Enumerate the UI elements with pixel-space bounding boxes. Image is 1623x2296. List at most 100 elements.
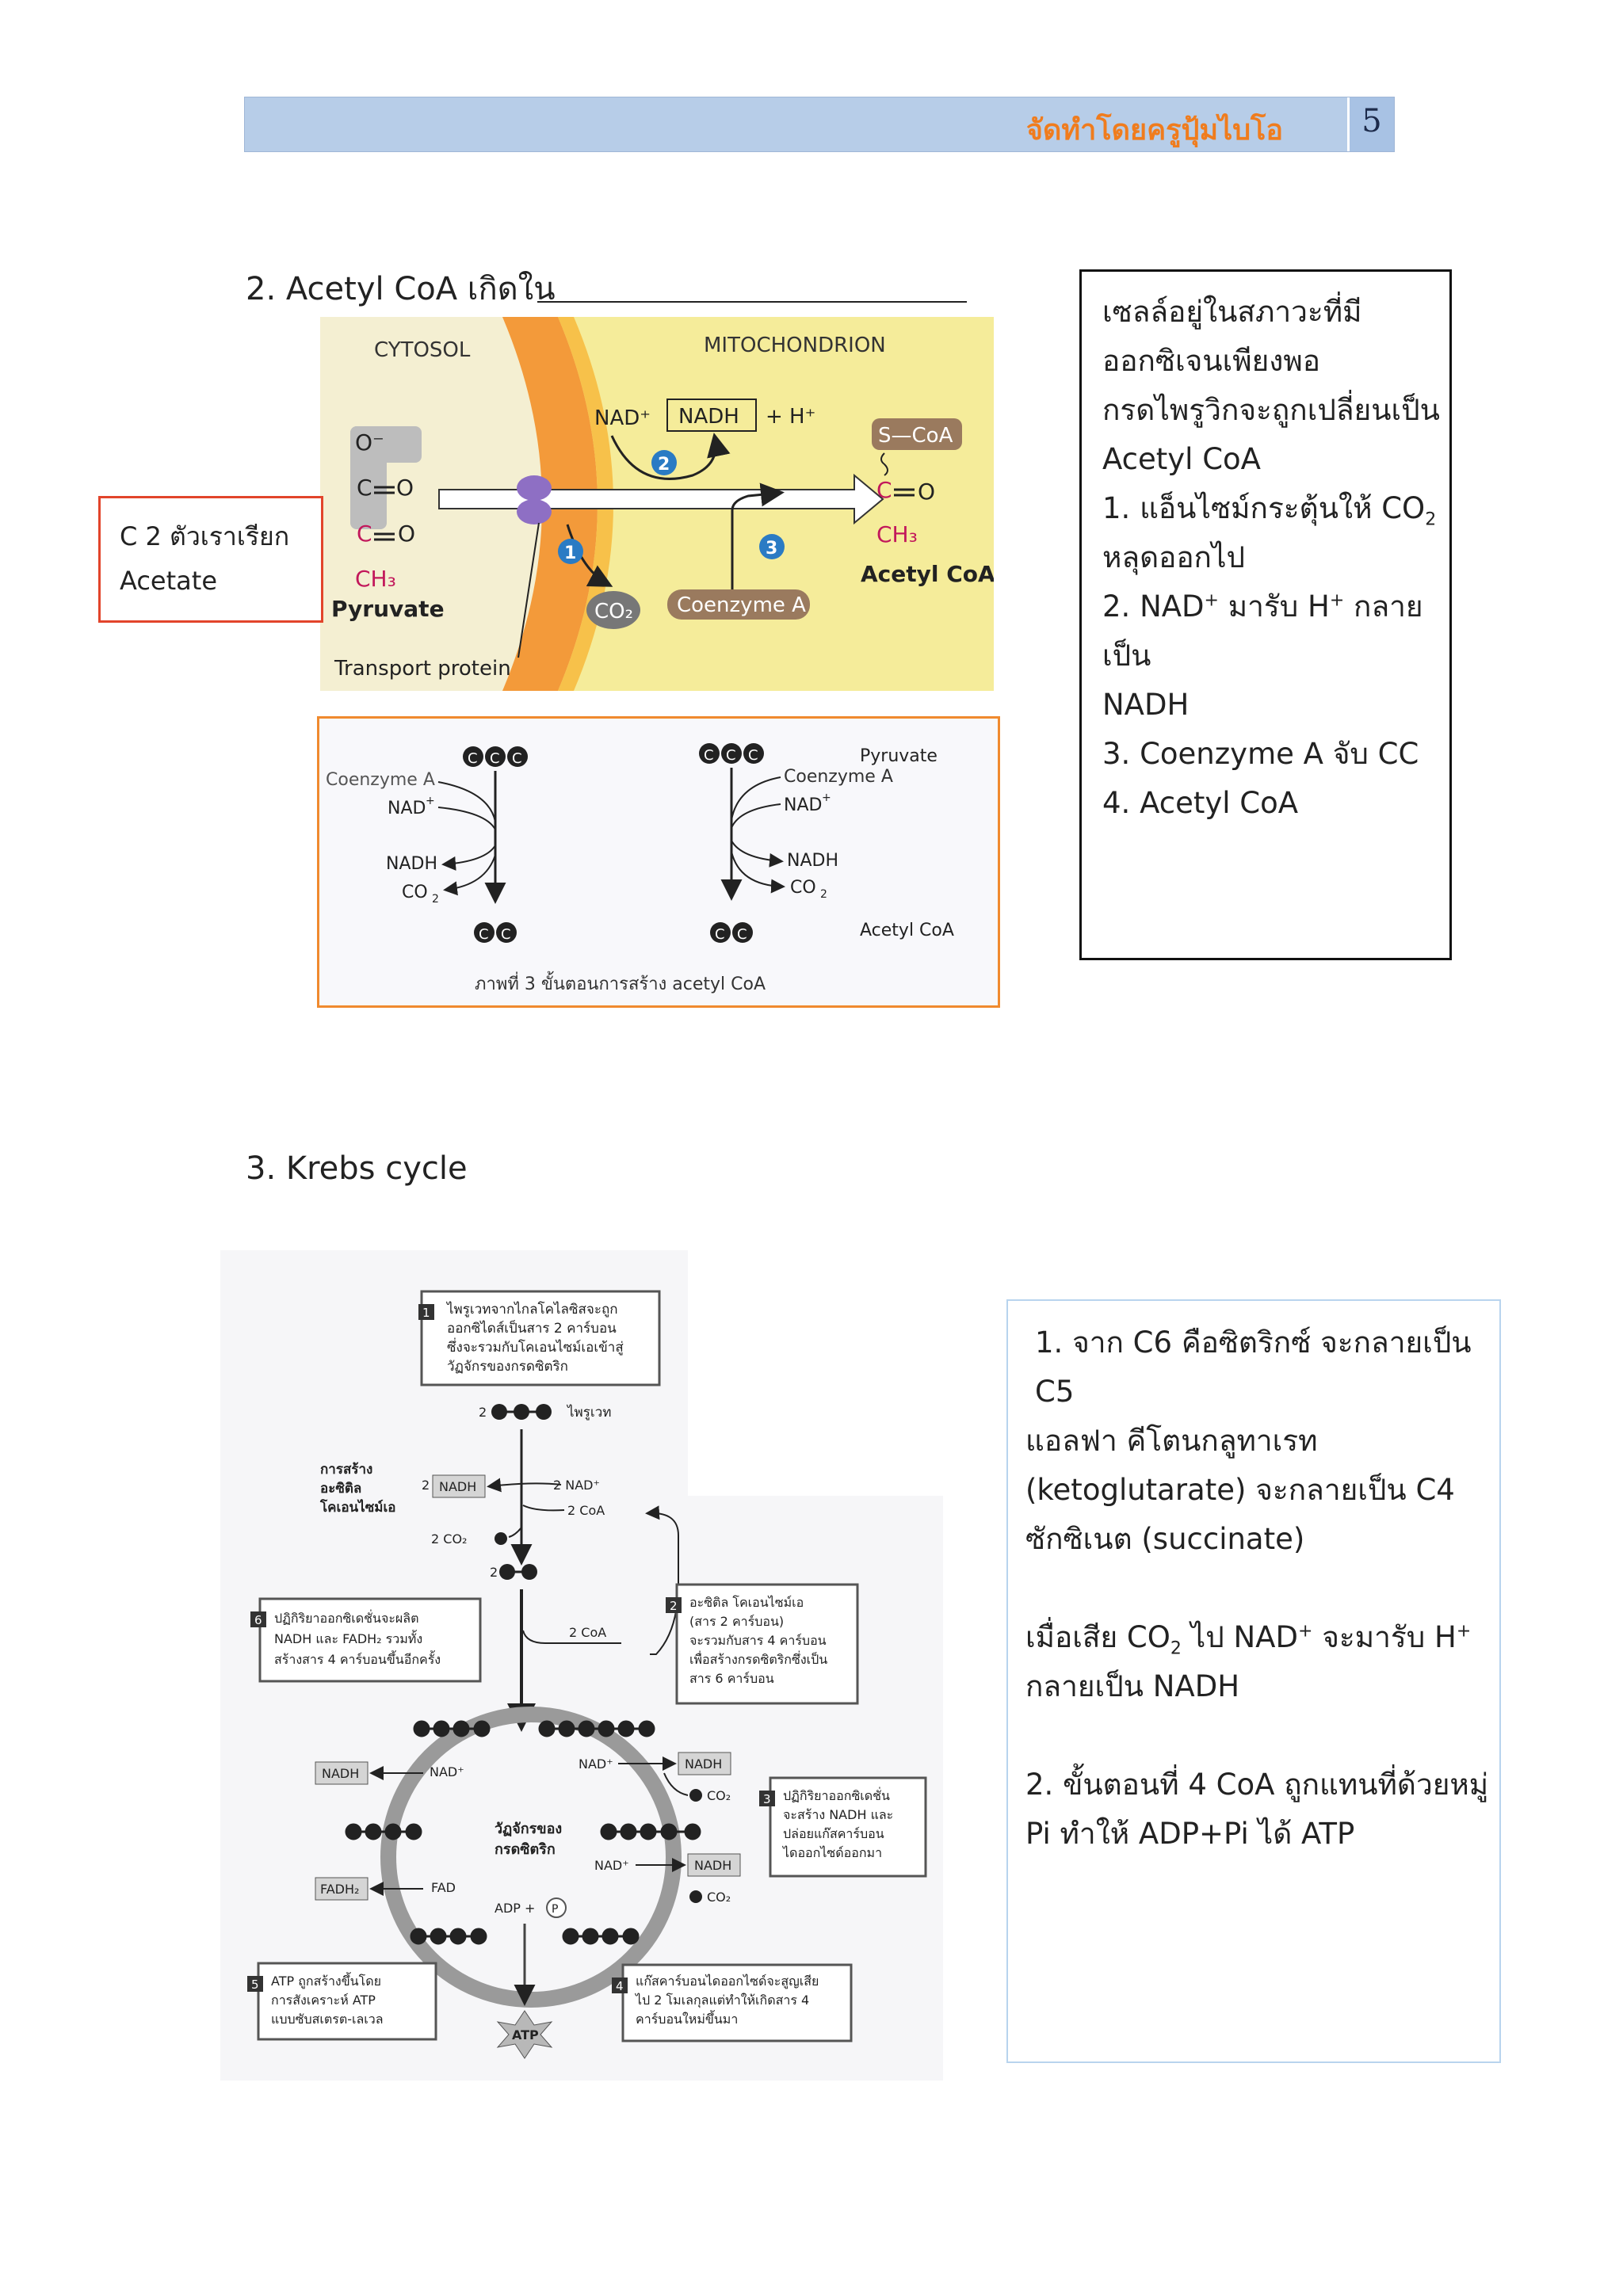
cytosol-label: CYTOSOL [374,338,471,362]
acetyl-coa-formation-diagram: CYTOSOL MITOCHONDRION O⁻ C O C O CH₃ Pyr… [320,317,995,691]
exp-line-2: ออกซิเจนเพียงพอ [1102,344,1320,378]
krebs-p2-line1: เมื่อเสีย CO2 ไป NAD+ จะมารับ H+ [1025,1620,1472,1659]
svg-text:เพื่อสร้างกรดซิตริกซึ่งเป็น: เพื่อสร้างกรดซิตริกซึ่งเป็น [689,1650,827,1667]
atom-c-mid: C [357,521,372,547]
exp-line-4: Acetyl CoA [1102,442,1261,476]
conversion-arrow [438,473,884,525]
acetyl-atom-o: O [918,479,935,505]
svg-text:NAD⁺: NAD⁺ [430,1764,464,1779]
exp-line-5: 1. แอ็นไซม์กระตุ้นให้ CO2 [1102,491,1437,530]
krebs-p3-line1: 2. ขั้นตอนที่ 4 CoA ถูกแทนที่ด้วยหมู่ [1025,1768,1489,1802]
acetyl-coa-steps-figure: C C C Coenzyme A NAD + NADH CO 2 C C C C… [317,716,1000,1008]
svg-text:NADH: NADH [439,1479,476,1494]
left-co2: CO [402,883,428,902]
svg-text:2: 2 [820,888,827,901]
svg-text:C: C [490,750,500,767]
svg-text:NADH: NADH [322,1766,359,1781]
box1-line1: ไพรูเวทจากไกลโคไลซิสจะถูก [445,1301,618,1318]
svg-text:C: C [512,750,522,767]
left-nadh: NADH [386,854,437,874]
s-coa-label: S—CoA [878,424,953,448]
acetate-note-box: C 2 ตัวเราเรียก Acetate [98,496,323,623]
svg-text:NAD⁺: NAD⁺ [579,1756,613,1772]
svg-text:2 CoA: 2 CoA [569,1625,606,1640]
right-pyruvate-carbons: C C C [699,743,764,764]
acetyl-atom-ch3: CH₃ [876,521,918,547]
svg-text:ไป 2 โมเลกุลแต่ทำให้เกิดสาร 4: ไป 2 โมเลกุลแต่ทำให้เกิดสาร 4 [634,1993,809,2008]
svg-text:การสังเคราะห์ ATP: การสังเคราะห์ ATP [271,1993,376,2008]
h-plus-label: + H⁺ [766,405,815,429]
krebs-p3-line2: Pi ทำให้ ADP+Pi ได้ ATP [1025,1817,1355,1851]
exp-line-9: 3. Coenzyme A จับ CC [1102,737,1419,771]
right-nadh: NADH [787,851,838,871]
mitochondrion-label: MITOCHONDRION [704,334,886,357]
nadh-box [666,399,757,432]
svg-text:แบบซับสเตรต-เลเวล: แบบซับสเตรต-เลเวล [271,2012,384,2027]
svg-text:C: C [501,926,511,943]
acetyl-coa-label: Acetyl CoA [861,561,994,587]
svg-text:6: 6 [254,1613,262,1627]
step3-marker [759,534,785,559]
svg-text:NAD⁺: NAD⁺ [594,1858,629,1873]
svg-text:ATP ถูกสร้างขึ้นโดย: ATP ถูกสร้างขึ้นโดย [271,1972,381,1989]
svg-text:2: 2 [490,1565,498,1580]
right-pyruvate-label: Pyruvate [860,746,938,766]
exp-line-6: หลุดออกไป [1102,540,1246,574]
svg-text:(สาร 2 คาร์บอน): (สาร 2 คาร์บอน) [689,1614,784,1629]
nadh-label: NADH [678,405,739,429]
krebs-p1-line2: แอลฟา คีโตนกลูทาเรท [1025,1424,1318,1458]
exp-line-7: 2. NAD+ มารับ H+ กลายเป็น [1102,589,1423,673]
s-coa-bubble [872,418,962,450]
pyruvate-thai-label: ไพรูเวท [566,1404,611,1421]
cycle-label-2: กรดซิตริก [495,1841,556,1858]
svg-text:FAD: FAD [431,1880,456,1895]
svg-text:ไดออกไซด์ออกมา: ไดออกไซด์ออกมา [781,1845,882,1860]
svg-text:จะสร้าง NADH และ: จะสร้าง NADH และ [783,1807,893,1822]
acetate-note-line1: C 2 ตัวเราเรียก [120,521,290,551]
svg-text:2: 2 [432,893,439,906]
svg-text:โคเอนไซม์เอ: โคเอนไซม์เอ [319,1499,395,1516]
svg-text:P: P [552,1903,558,1916]
svg-text:สาร 6 คาร์บอน: สาร 6 คาร์บอน [689,1671,774,1686]
krebs-p1-line4: ซักซิเนต (succinate) [1025,1522,1305,1556]
exp-line-3: กรดไพรูวิกจะถูกเปลี่ยนเป็น [1102,393,1440,427]
exp-line-10: 4. Acetyl CoA [1102,786,1299,820]
svg-text:2: 2 [422,1478,430,1493]
box1-line3: ซึ่งจะรวมกับโคเอนไซม์เอเข้าสู่ [447,1337,624,1356]
svg-text:C: C [748,747,758,764]
acetyl-coa-explanation-box: เซลล์อยู่ในสภาวะที่มี ออกซิเจนเพียงพอ กร… [1079,269,1452,960]
svg-text:C: C [737,926,747,943]
svg-text:3: 3 [766,539,777,559]
svg-text:3: 3 [763,1792,771,1806]
svg-text:แก๊สคาร์บอนไดออกไซด์จะสูญเสีย: แก๊สคาร์บอนไดออกไซด์จะสูญเสีย [636,1974,819,1989]
left-pyruvate-carbons: C C C [463,746,528,767]
atp-burst-label: ATP [512,2027,539,2042]
svg-text:C: C [704,747,714,764]
krebs-p1-line3: (ketoglutarate) จะกลายเป็น C4 [1025,1473,1455,1507]
svg-text:C: C [468,750,478,767]
transport-protein-label: Transport protein [334,657,511,681]
page-number: 5 [1347,97,1394,151]
transport-protein-lower [517,499,552,524]
svg-text:อะซิติล: อะซิติล [320,1481,361,1497]
right-nad: NAD [784,795,822,815]
svg-text:5: 5 [251,1978,259,1992]
svg-text:คาร์บอนใหม่ขึ้นมา: คาร์บอนใหม่ขึ้นมา [636,2010,738,2027]
answer-blank-line [537,301,967,303]
box1-line2: ออกซิไดส์เป็นสาร 2 คาร์บอน [447,1319,617,1337]
right-acetyl-coa-label: Acetyl CoA [860,921,954,940]
co2-bubble [586,591,640,629]
left-nad: NAD [388,799,426,818]
explanation-text: เซลล์อยู่ในสภาวะที่มี ออกซิเจนเพียงพอ กร… [1102,288,1443,828]
svg-text:ปฏิกิริยาออกซิเดชั่น: ปฏิกิริยาออกซิเดชั่น [783,1787,890,1803]
header-title: จัดทำโดยครูปุ้มไบโอ [1025,114,1283,147]
svg-text:C: C [479,926,489,943]
section2-heading-text: 2. Acetyl CoA เกิดใน [246,271,556,307]
right-acetyl-carbons: C C [710,922,753,943]
step1-marker [558,539,583,564]
atom-o-minus: O⁻ [355,429,384,456]
svg-text:2: 2 [479,1405,487,1420]
krebs-p2-line2: กลายเป็น NADH [1025,1669,1240,1703]
krebs-explanation-box: 1. จาก C6 คือซิตริกซ์ จะกลายเป็น C5 แอลฟ… [1006,1299,1501,2063]
section3-heading: 3. Krebs cycle [246,1150,468,1187]
